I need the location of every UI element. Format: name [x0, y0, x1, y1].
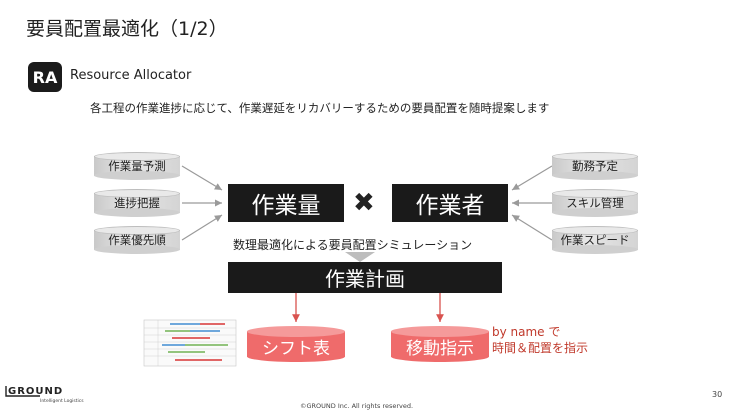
arrow-input-1 — [181, 165, 223, 191]
company-logo-subtitle: Intelligent Logistics — [40, 399, 84, 404]
page-title: 要員配置最適化（1/2） — [26, 18, 228, 40]
input-cylinder-speed: 作業スピード — [552, 226, 638, 254]
input-cylinder-schedule: 勤務予定 — [552, 152, 638, 180]
output-shift-table: シフト表 — [247, 326, 345, 362]
multiply-icon: ✖ — [353, 188, 375, 218]
output-note: by name で 時間＆配置を指示 — [492, 324, 588, 356]
input-cylinder-progress: 進捗把握 — [94, 189, 180, 217]
description-text: 各工程の作業進捗に応じて、作業遅延をリカバリーするための要員配置を随時提案します — [90, 101, 550, 115]
logo-mark — [5, 386, 40, 397]
arrow-input-3 — [181, 214, 223, 241]
product-name: Resource Allocator — [70, 68, 192, 83]
shift-table-thumbnail — [143, 319, 237, 367]
output-move-instruction: 移動指示 — [391, 326, 489, 362]
output-note-line2: 時間＆配置を指示 — [492, 341, 589, 355]
copyright-footer: ©GROUND Inc. All rights reserved. — [300, 402, 414, 410]
simulation-label: 数理最適化による要員配置シミュレーション — [233, 238, 473, 252]
page-number: 30 — [712, 390, 723, 399]
arrow-input-6 — [511, 214, 553, 241]
input-cylinder-skill: スキル管理 — [552, 189, 638, 217]
workers-block: 作業者 — [392, 184, 508, 222]
arrow-input-4 — [511, 165, 553, 191]
ra-logo-badge: RA — [28, 62, 62, 92]
output-note-line1: by name で — [492, 325, 561, 339]
workload-block: 作業量 — [228, 184, 344, 222]
down-chevron — [345, 252, 375, 262]
input-cylinder-workload-forecast: 作業量予測 — [94, 152, 180, 180]
company-logo: GROUND — [8, 386, 64, 397]
work-plan-block: 作業計画 — [228, 262, 502, 293]
input-cylinder-priority: 作業優先順 — [94, 226, 180, 254]
